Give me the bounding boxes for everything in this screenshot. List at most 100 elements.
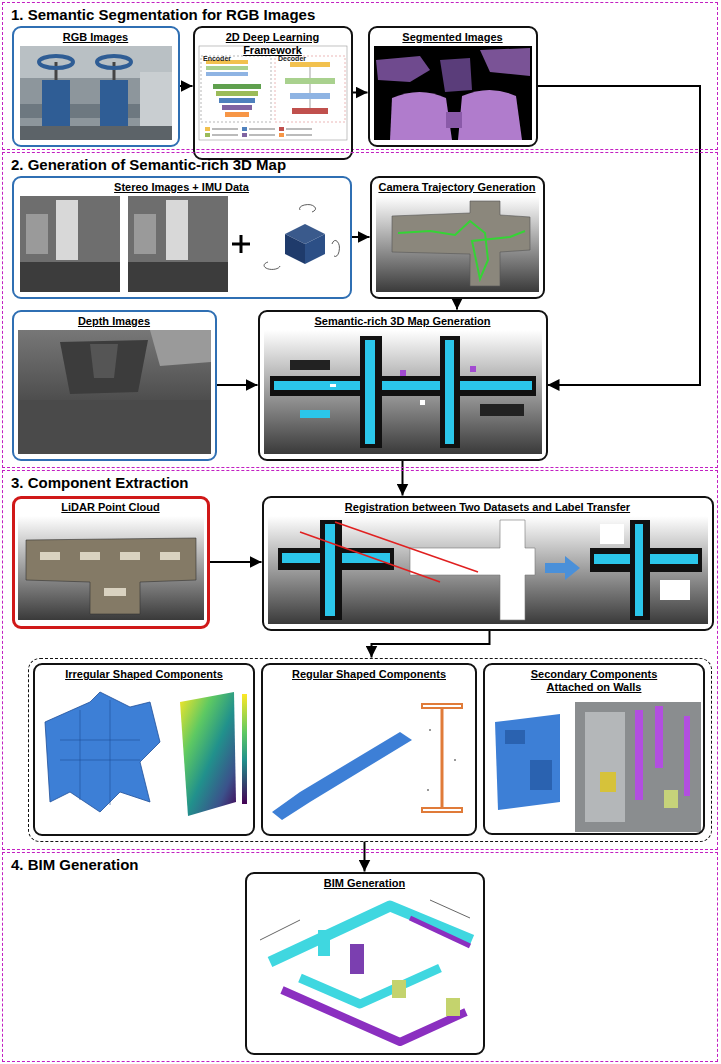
figure-shape — [600, 772, 616, 792]
figure-shape — [392, 201, 530, 286]
secondary-components-figure — [495, 702, 701, 832]
input-box: Stereo Images + IMU Data — [12, 176, 352, 299]
figure-shape — [249, 134, 275, 136]
process-box: Semantic-rich 3D Map Generation — [258, 310, 548, 461]
box-title: Irregular Shaped Components — [39, 668, 249, 681]
figure-label: Decoder — [278, 55, 306, 62]
figure-label: Encoder — [203, 47, 231, 65]
figure-shape — [440, 336, 460, 448]
figure-shape — [18, 516, 204, 620]
component-box: Irregular Shaped Components — [33, 663, 255, 836]
figure-shape — [39, 56, 73, 68]
figure-shape — [445, 340, 454, 444]
rgb-photo — [20, 46, 172, 140]
output-box: Segmented Images — [368, 26, 538, 147]
figure-shape — [104, 588, 126, 596]
figure-shape — [305, 234, 325, 264]
figure-shape — [376, 56, 430, 82]
figure-shape — [286, 128, 312, 130]
process-box: Camera Trajectory Generation — [370, 176, 545, 299]
registration-figure — [268, 516, 708, 624]
figure-shape — [20, 196, 120, 292]
figure-shape — [300, 205, 316, 212]
figure-shape — [120, 552, 140, 560]
figure-shape — [446, 112, 462, 128]
figure-shape — [495, 714, 560, 810]
box-title: Depth Images — [18, 315, 211, 328]
figure-shape — [290, 360, 330, 370]
figure-shape — [420, 400, 425, 405]
figure-shape — [213, 84, 261, 89]
box-title: Secondary Components Attached on Walls — [519, 668, 669, 694]
figure-shape — [134, 214, 156, 254]
figure-shape — [240, 235, 243, 253]
figure-shape — [264, 262, 280, 269]
figure-shape — [100, 80, 128, 126]
figure-shape — [505, 730, 525, 744]
figure-shape — [635, 710, 643, 800]
figure-shape — [635, 524, 643, 616]
figure-shape — [199, 46, 347, 140]
component-box: Regular Shaped Components — [261, 663, 477, 836]
depth-image — [18, 330, 211, 454]
figure-shape — [480, 404, 524, 416]
figure-shape — [274, 381, 532, 390]
figure-shape — [429, 729, 431, 731]
figure-shape — [458, 90, 522, 140]
trajectory-map — [376, 196, 539, 292]
section-title: 4. BIM Generation — [11, 856, 709, 874]
figure-shape — [585, 712, 625, 822]
process-box: Registration between Two Datasets and La… — [262, 496, 714, 631]
section-title: 2. Generation of Semantic-rich 3D Map — [11, 156, 709, 174]
stereo-imu-figure — [20, 196, 344, 292]
section-band: 3. Component ExtractionLiDAR Point Cloud… — [2, 470, 718, 850]
figure-shape — [392, 980, 406, 998]
figure-shape — [410, 918, 470, 946]
box-title: Segmented Images — [374, 31, 532, 44]
figure-shape — [166, 200, 188, 260]
figure-shape — [90, 344, 118, 378]
figure-shape — [575, 702, 701, 832]
figure-shape — [128, 262, 228, 292]
figure-shape — [454, 759, 456, 761]
figure-shape — [242, 133, 247, 137]
figure-shape — [400, 370, 406, 376]
irregular-components-figure — [45, 692, 247, 816]
regular-components-figure — [272, 704, 462, 820]
figure-shape — [318, 930, 330, 956]
figure-shape — [20, 46, 172, 140]
process-box: 2D Deep Learning Framework — [193, 26, 353, 160]
figure-shape — [286, 134, 312, 136]
bim-model — [260, 900, 472, 1042]
figure-shape — [325, 524, 335, 616]
semantic-map — [264, 330, 542, 454]
box-title: Semantic-rich 3D Map Generation — [264, 315, 542, 328]
box-title: BIM Generation — [251, 877, 479, 890]
figure-shape — [285, 234, 305, 264]
flow-arrow — [353, 92, 368, 94]
figure-shape — [242, 694, 247, 804]
figure-shape — [664, 790, 678, 808]
figure-shape — [212, 134, 238, 136]
figure-label: Encoder — [203, 55, 231, 62]
flow-arrow — [456, 299, 458, 310]
box-title: Stereo Images + IMU Data — [18, 181, 346, 194]
figure-shape — [206, 66, 248, 70]
section-band: 2. Generation of Semantic-rich 3D MapSte… — [2, 152, 718, 468]
figure-shape — [205, 127, 210, 131]
figure-shape — [268, 516, 708, 624]
figure-shape — [140, 72, 172, 132]
figure-shape — [300, 532, 440, 582]
figure-shape — [160, 552, 180, 560]
figure-shape — [216, 91, 258, 96]
figure-shape — [222, 105, 252, 110]
figure-shape — [270, 376, 536, 396]
figure-shape — [212, 128, 238, 130]
input-box: RGB Images — [12, 26, 180, 147]
figure-shape — [279, 133, 284, 137]
figure-shape — [60, 700, 140, 805]
figure-shape — [201, 56, 271, 122]
flow-arrow — [180, 85, 193, 87]
figure-shape — [205, 133, 210, 137]
output-box: BIM Generation — [245, 872, 485, 1055]
